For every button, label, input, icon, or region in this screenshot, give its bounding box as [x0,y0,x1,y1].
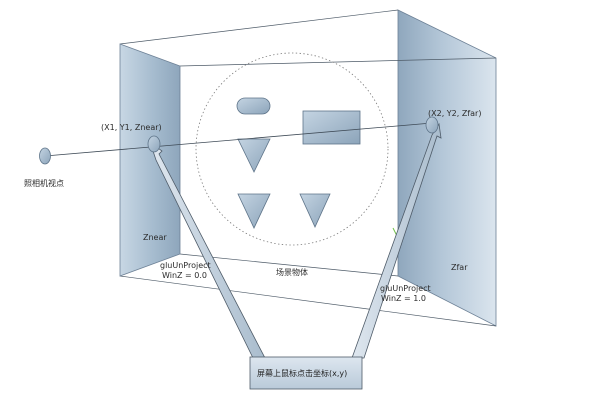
near-point [147,135,161,153]
near-plane-label: Znear [143,233,167,242]
far-point-label: (X2, Y2, Zfar) [428,109,481,118]
triangle-object-bottom-left [237,193,271,229]
unproject-far-label-line1: gluUnProject [380,284,431,293]
far-point [425,116,439,134]
pick-ray [44,122,433,157]
screen-click-box [249,356,363,390]
box-object [302,110,361,145]
far-plane [397,9,497,327]
scene-objects [236,97,361,229]
near-plane [119,43,181,277]
triangle-object-bottom-right [299,193,331,228]
screen-click-label: 屏幕上鼠标点击坐标(x,y) [257,368,347,378]
camera-point [39,147,51,165]
scene-bounds-circle [195,52,389,246]
unproject-near-label-line2: WinZ = 0.0 [162,271,207,280]
far-plane-label: Zfar [451,263,468,272]
unproject-far-label-line2: WinZ = 1.0 [381,294,426,303]
capsule-object [236,97,271,115]
unproject-near-label-line1: gluUnProject [160,261,211,270]
frustum-edges [119,9,497,327]
near-point-label: (X1, Y1, Znear) [101,123,162,132]
scene-label: 场景物体 [276,267,308,277]
triangle-object-top [237,138,271,173]
camera-label: 照相机视点 [24,178,64,188]
